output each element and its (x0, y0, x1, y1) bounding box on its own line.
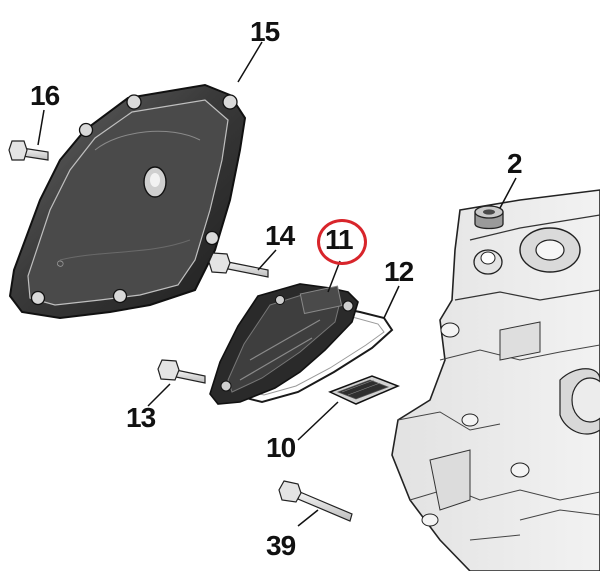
callout-16: 16 (30, 80, 60, 111)
part-39-bolt (278, 480, 353, 522)
callout-11-highlight-circle (317, 219, 367, 265)
callout-2: 2 (507, 148, 523, 179)
leader-14 (257, 249, 277, 271)
part-14-bolt (208, 252, 269, 278)
callout-11: 11 (325, 224, 354, 255)
leader-lines (37, 41, 517, 527)
callout-13: 13 (126, 402, 156, 433)
leader-15 (237, 41, 263, 83)
leader-10 (297, 401, 339, 441)
leader-12 (383, 285, 400, 319)
engine-crankcase (391, 189, 600, 572)
part-13-bolt (157, 359, 206, 384)
leader-11 (327, 260, 341, 293)
part-2-bushing (474, 205, 504, 230)
callout-12: 12 (384, 256, 414, 287)
part-16-bolt (8, 140, 49, 161)
leader-2 (499, 177, 517, 209)
svg-text:O: O (54, 259, 66, 269)
leader-16 (37, 109, 45, 146)
callout-14: 14 (265, 220, 295, 251)
part-15-cover: O (8, 83, 247, 320)
part-11-reed-block (209, 283, 359, 405)
callout-15: 15 (250, 16, 280, 47)
part-10-plate (328, 375, 400, 405)
callout-10: 10 (266, 432, 296, 463)
leader-39 (297, 509, 319, 527)
leader-13 (147, 383, 171, 407)
callout-39: 39 (266, 530, 296, 561)
